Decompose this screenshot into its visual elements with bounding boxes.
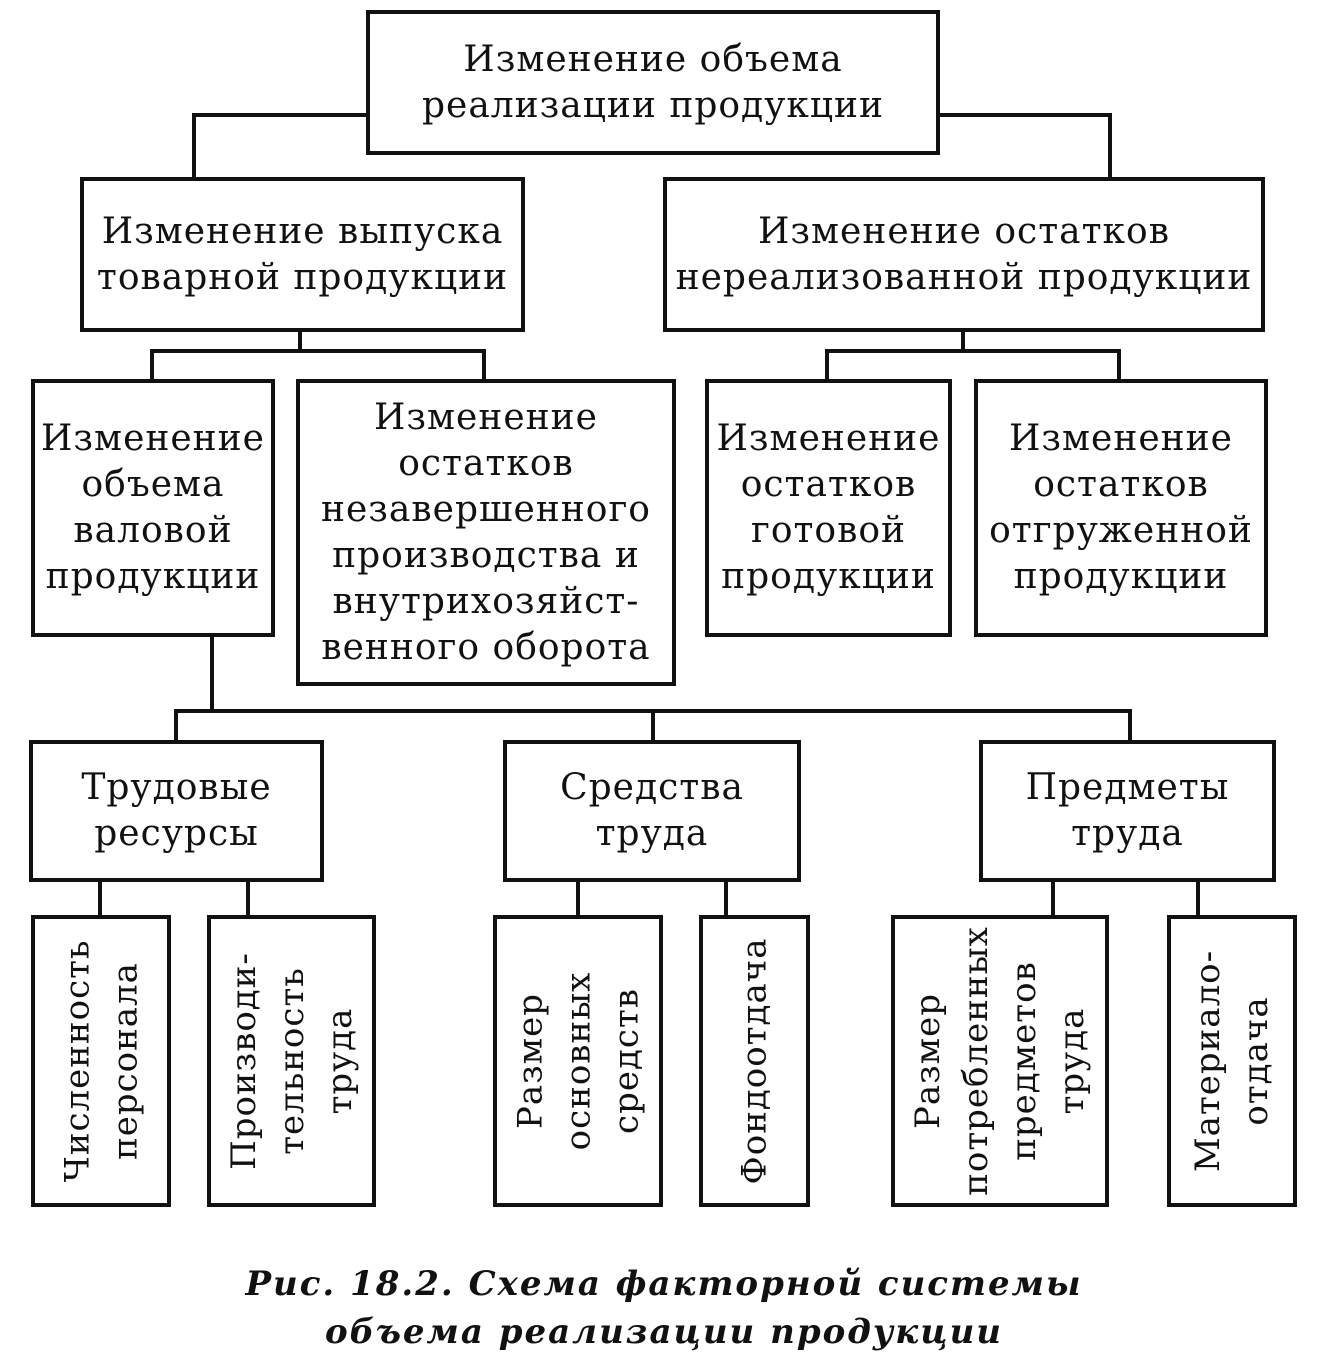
objects-of-labor-line-1: Предметы xyxy=(1025,767,1230,808)
wip-change-line-6: венного оборота xyxy=(321,626,651,668)
connector-fixed-assets-up xyxy=(576,880,580,917)
shipped-goods-line-4: продукции xyxy=(1013,556,1229,597)
connector-means-up xyxy=(651,709,655,742)
connector-wip-up xyxy=(482,349,486,381)
capital-return-box: Фондоотдача xyxy=(699,915,810,1207)
means-of-labor-line-1: Средства xyxy=(560,767,744,808)
headcount-line-2: персонала xyxy=(105,962,146,1160)
shipped-goods-box: Изменение остатков отгруженной продукции xyxy=(974,379,1268,637)
materials-used-line-4: труда xyxy=(1052,1007,1093,1115)
capital-return-line-1: Фондоотдача xyxy=(734,937,775,1185)
labor-resources-box: Трудовые ресурсы xyxy=(29,740,324,882)
gross-output-box: Изменение объема валовой продукции xyxy=(31,379,275,637)
figure-caption-line-2: объема реализации продукции xyxy=(324,1312,1004,1352)
connector-headcount-up xyxy=(98,880,102,917)
connector-capital-return-up xyxy=(724,880,728,917)
labor-resources-line-1: Трудовые xyxy=(81,767,272,808)
materials-used-line-3: предметов xyxy=(1004,961,1045,1161)
shipped-goods-line-2: остатков xyxy=(1033,464,1209,505)
connector-output-down xyxy=(298,329,302,351)
connector-shipped-up xyxy=(1117,349,1121,381)
finished-goods-line-1: Изменение xyxy=(716,418,941,459)
shipped-goods-line-3: отгруженной xyxy=(989,510,1253,551)
finished-goods-line-2: остатков xyxy=(740,464,917,505)
means-of-labor-box: Средства труда xyxy=(503,740,801,882)
materials-used-line-1: Размер xyxy=(908,992,949,1130)
connector-root-down-right xyxy=(1108,113,1112,179)
connector-finished-up xyxy=(825,349,829,381)
connector-gross-down xyxy=(210,634,214,712)
finished-goods-line-3: готовой xyxy=(750,510,907,551)
materials-used-box: Размер потребленных предметов труда xyxy=(891,915,1109,1207)
wip-change-line-3: незавершенного xyxy=(321,488,651,530)
gross-output-line-1: Изменение xyxy=(41,418,265,459)
fixed-assets-box: Размер основных средств xyxy=(493,915,663,1207)
connector-gross-up xyxy=(150,349,154,381)
shipped-goods-line-1: Изменение xyxy=(1009,418,1233,459)
finished-goods-box: Изменение остатков готовой продукции xyxy=(705,379,952,637)
labor-resources-line-2: ресурсы xyxy=(94,813,259,854)
connector-root-right xyxy=(936,113,1112,117)
finished-goods-line-4: продукции xyxy=(721,556,936,597)
material-return-line-1: Материало- xyxy=(1188,949,1228,1173)
stock-change-line-2: нереализованной продукции xyxy=(675,256,1253,298)
connector-stock-down xyxy=(961,329,965,351)
root-box: Изменение объема реализации продукции xyxy=(366,10,940,155)
means-of-labor-line-2: труда xyxy=(595,813,709,854)
stock-change-box: Изменение остатков нереализованной проду… xyxy=(663,177,1265,332)
gross-output-line-2: объема xyxy=(81,464,225,505)
productivity-line-1: Производи- xyxy=(223,952,264,1170)
wip-change-line-4: производства и xyxy=(332,534,640,576)
fixed-assets-line-1: Размер xyxy=(510,992,550,1130)
wip-change-line-1: Изменение xyxy=(374,396,598,438)
headcount-line-1: Численность xyxy=(57,939,98,1183)
connector-materials-used-up xyxy=(1051,880,1055,917)
fixed-assets-line-3: средств xyxy=(606,988,646,1134)
connector-material-return-up xyxy=(1196,880,1200,917)
productivity-line-3: труда xyxy=(319,1007,360,1115)
figure-caption-line-1: Рис. 18.2. Схема факторной системы xyxy=(245,1264,1083,1304)
gross-output-line-3: валовой xyxy=(73,510,233,551)
output-change-line-2: товарной продукции xyxy=(96,256,509,298)
output-change-line-1: Изменение выпуска xyxy=(101,210,504,252)
connector-root-down-left xyxy=(192,113,196,179)
objects-of-labor-box: Предметы труда xyxy=(979,740,1276,882)
productivity-line-2: тельность xyxy=(271,967,312,1155)
connector-stock-bar xyxy=(825,349,1121,353)
output-change-box: Изменение выпуска товарной продукции xyxy=(80,177,525,332)
connector-labor-up xyxy=(174,709,178,742)
wip-change-line-2: остатков xyxy=(398,442,574,484)
root-line-1: Изменение объема xyxy=(463,38,843,80)
connector-output-bar xyxy=(150,349,486,353)
connector-root-left xyxy=(192,113,368,117)
objects-of-labor-line-2: труда xyxy=(1071,813,1184,854)
materials-used-line-2: потребленных xyxy=(956,926,997,1196)
connector-objects-up xyxy=(1128,709,1132,742)
fixed-assets-line-2: основных xyxy=(558,971,598,1151)
material-return-line-2: отдача xyxy=(1236,996,1276,1126)
connector-productivity-up xyxy=(246,880,250,917)
wip-change-line-5: внутрихозяйст- xyxy=(332,580,640,622)
productivity-box: Производи- тельность труда xyxy=(207,915,376,1207)
root-line-2: реализации продукции xyxy=(421,84,885,126)
headcount-box: Численность персонала xyxy=(31,915,171,1207)
stock-change-line-1: Изменение остатков xyxy=(758,210,1170,252)
material-return-box: Материало- отдача xyxy=(1167,915,1297,1207)
gross-output-line-4: продукции xyxy=(45,556,261,597)
wip-change-box: Изменение остатков незавершенного произв… xyxy=(296,379,676,686)
